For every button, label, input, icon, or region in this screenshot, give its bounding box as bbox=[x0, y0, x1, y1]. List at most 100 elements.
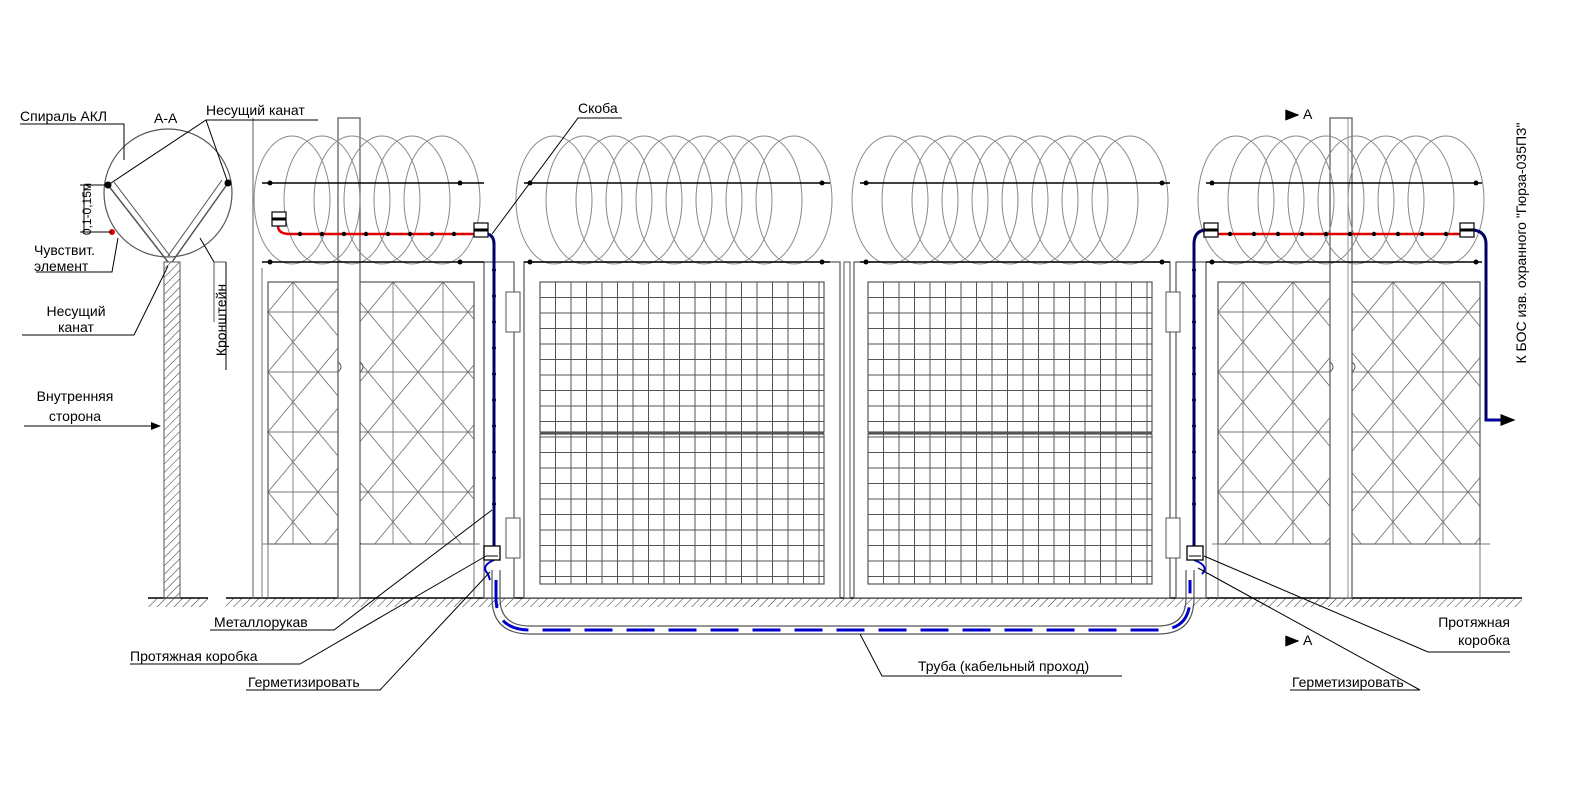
label-seal-left: Герметизировать bbox=[248, 674, 360, 690]
sensor-tie bbox=[429, 231, 435, 237]
rope-fastener bbox=[1209, 180, 1215, 186]
rope-fastener bbox=[267, 259, 273, 265]
left-fence-panel bbox=[252, 117, 521, 599]
coil-loop bbox=[911, 135, 989, 265]
rope-fastener bbox=[1209, 259, 1215, 265]
carrier-ropes bbox=[262, 182, 1482, 263]
coil-loop bbox=[253, 135, 331, 265]
coil-loop bbox=[695, 135, 773, 265]
label-clamp: Скоба bbox=[578, 100, 618, 116]
sensor-tie bbox=[297, 231, 303, 237]
sensor-tie bbox=[1395, 231, 1401, 237]
label-pull-box-left: Протяжная коробка bbox=[130, 648, 258, 664]
rope-fastener bbox=[863, 259, 869, 265]
sensor-tie bbox=[1323, 231, 1329, 237]
coil-loop bbox=[1197, 135, 1275, 265]
label-cut-top: А bbox=[1303, 106, 1313, 122]
ground bbox=[148, 597, 1522, 607]
coil-loop bbox=[665, 135, 743, 265]
coil-loop bbox=[1001, 135, 1079, 265]
sensor-tie bbox=[1347, 231, 1353, 237]
label-sensor-1: Чувствит. bbox=[34, 242, 96, 258]
coil-loop bbox=[725, 135, 803, 265]
label-cut-bottom: А bbox=[1303, 632, 1313, 648]
rope-fastener bbox=[457, 259, 463, 265]
coil-loop bbox=[343, 135, 421, 265]
coil-loop bbox=[941, 135, 1019, 265]
coil-loop bbox=[1407, 135, 1485, 265]
label-section-aa: А-А bbox=[154, 110, 178, 126]
rope-fasteners bbox=[267, 180, 1479, 265]
coil-loop bbox=[1257, 135, 1335, 265]
label-spiral: Спираль АКЛ bbox=[20, 108, 108, 124]
cut-markers bbox=[1285, 109, 1300, 647]
coil-loop bbox=[1061, 135, 1139, 265]
coil-loop bbox=[313, 135, 391, 265]
sensor-tie bbox=[451, 231, 457, 237]
coil-loop bbox=[881, 135, 959, 265]
coil-loop bbox=[755, 135, 833, 265]
coil-loop bbox=[515, 135, 593, 265]
label-inner-1: Внутренняя bbox=[36, 388, 114, 404]
coil-loop bbox=[605, 135, 683, 265]
rope-fastener bbox=[863, 180, 869, 186]
coil-loop bbox=[1031, 135, 1109, 265]
sensor-tie bbox=[363, 231, 369, 237]
rope-fastener bbox=[1159, 259, 1165, 265]
label-pull-box-right-1: Протяжная bbox=[1438, 614, 1510, 630]
sensor-tie bbox=[1299, 231, 1305, 237]
label-sensor-2: элемент bbox=[34, 258, 89, 274]
section-aa bbox=[80, 128, 233, 599]
label-carrier-rope-2: канат bbox=[58, 319, 94, 335]
sensor-tie bbox=[1419, 231, 1425, 237]
right-fence-panel bbox=[1165, 117, 1490, 599]
label-carrier-rope-1: Несущий bbox=[46, 303, 106, 319]
coil-loop bbox=[851, 135, 929, 265]
sensor-tie bbox=[1443, 231, 1449, 237]
rope-fastener bbox=[819, 180, 825, 186]
cable bbox=[484, 228, 1516, 635]
rope-fastener bbox=[457, 180, 463, 186]
rope-fastener bbox=[527, 259, 533, 265]
coil-loop bbox=[403, 135, 481, 265]
label-metal-hose: Металлорукав bbox=[214, 614, 308, 630]
coil-loop bbox=[545, 135, 623, 265]
razor-wire-coils bbox=[253, 135, 1485, 265]
label-bracket: Кронштейн bbox=[213, 283, 229, 357]
coil-loop bbox=[1377, 135, 1455, 265]
label-bos: К БОС изв. охранного "Гюрза-035ПЗ" bbox=[1513, 122, 1529, 364]
label-dimension: 0,1-0,15м bbox=[80, 182, 94, 236]
coil-loop bbox=[1091, 135, 1169, 265]
sensor-tie bbox=[407, 231, 413, 237]
sensor-tie bbox=[1251, 231, 1257, 237]
coil-loop bbox=[283, 135, 361, 265]
label-carrier-rope-top: Несущий канат bbox=[206, 102, 305, 118]
gate bbox=[523, 261, 1171, 599]
coil-loop bbox=[1317, 135, 1395, 265]
coil-loop bbox=[1287, 135, 1365, 265]
label-inner-2: сторона bbox=[48, 408, 102, 424]
rope-fastener bbox=[1473, 180, 1479, 186]
rope-fastener bbox=[1159, 180, 1165, 186]
coil-loop bbox=[575, 135, 653, 265]
sensor-tie bbox=[1371, 231, 1377, 237]
rope-fastener bbox=[819, 259, 825, 265]
label-pull-box-right-2: коробка bbox=[1458, 632, 1510, 648]
coil-loop bbox=[373, 135, 451, 265]
sensor-tie bbox=[1227, 231, 1233, 237]
rope-fastener bbox=[1473, 259, 1479, 265]
label-seal-right: Герметизировать bbox=[1292, 674, 1404, 690]
coil-loop bbox=[971, 135, 1049, 265]
coil-loop bbox=[635, 135, 713, 265]
label-pipe: Труба (кабельный проход) bbox=[918, 658, 1090, 674]
coil-loop bbox=[1227, 135, 1305, 265]
sensor-tie bbox=[319, 231, 325, 237]
coil-loop bbox=[1347, 135, 1425, 265]
pull-boxes bbox=[483, 545, 1204, 561]
sensor-tie bbox=[385, 231, 391, 237]
sensor-tie bbox=[1275, 231, 1281, 237]
leader-lines bbox=[20, 117, 1510, 691]
rope-fastener bbox=[267, 180, 273, 186]
